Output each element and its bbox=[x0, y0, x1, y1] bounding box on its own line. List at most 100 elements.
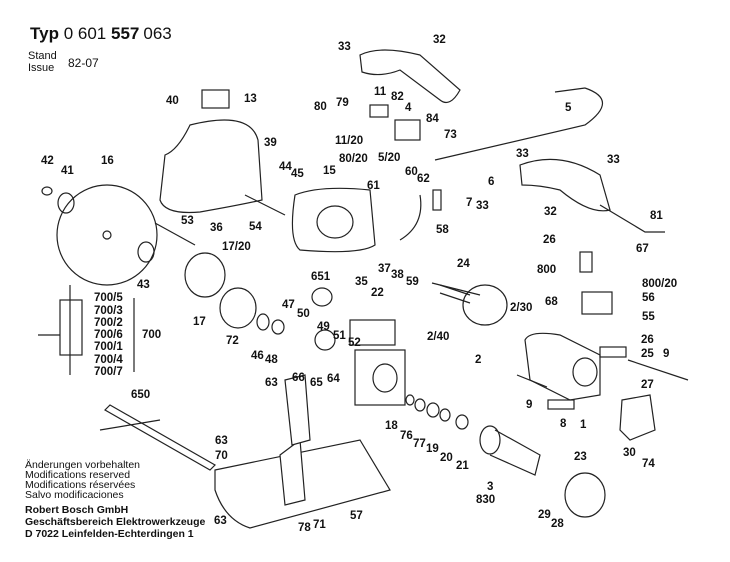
part-label-80-20: 80/20 bbox=[339, 153, 368, 165]
part-58 bbox=[432, 189, 442, 211]
part-label-8: 8 bbox=[560, 418, 567, 430]
part-label-35: 35 bbox=[355, 276, 368, 288]
part-label-700-2: 700/2 bbox=[94, 317, 123, 329]
part-label-26: 26 bbox=[641, 334, 654, 346]
label-13 bbox=[201, 89, 230, 109]
part-label-53: 53 bbox=[181, 215, 194, 227]
part-label-32: 32 bbox=[433, 34, 446, 46]
part-label-20: 20 bbox=[440, 452, 453, 464]
clamp-assembly-700 bbox=[59, 299, 83, 356]
part-label-73: 73 bbox=[444, 129, 457, 141]
saw-blade-16 bbox=[56, 184, 158, 286]
part-label-25: 25 bbox=[641, 348, 654, 360]
part-label-33: 33 bbox=[338, 41, 351, 53]
fan-ring-23 bbox=[564, 472, 606, 518]
part-label-24: 24 bbox=[457, 258, 470, 270]
stand-label: Stand bbox=[28, 50, 57, 62]
part-label-61: 61 bbox=[367, 180, 380, 192]
capacitor-11 bbox=[369, 104, 389, 118]
part-label-70: 70 bbox=[215, 450, 228, 462]
part-label-55: 55 bbox=[642, 311, 655, 323]
part-label-700-7: 700/7 bbox=[94, 366, 123, 378]
part-label-700-5: 700/5 bbox=[94, 292, 123, 304]
part-label-41: 41 bbox=[61, 165, 74, 177]
part-label-56: 56 bbox=[642, 292, 655, 304]
part-label-67: 67 bbox=[636, 243, 649, 255]
part-label-22: 22 bbox=[371, 287, 384, 299]
part-label-58: 58 bbox=[436, 224, 449, 236]
bracket-68 bbox=[581, 291, 613, 315]
part-label-54: 54 bbox=[249, 221, 262, 233]
screw-42 bbox=[41, 186, 53, 196]
part-label-11: 11 bbox=[374, 86, 387, 98]
part-label-71: 71 bbox=[313, 519, 326, 531]
part-label-47: 47 bbox=[282, 299, 295, 311]
part-label-33: 33 bbox=[516, 148, 529, 160]
part-label-800-20: 800/20 bbox=[642, 278, 678, 290]
part-label-700-3: 700/3 bbox=[94, 305, 123, 317]
part-label-650: 650 bbox=[131, 389, 151, 401]
company-name: Robert Bosch GmbH bbox=[25, 504, 129, 516]
part-label-9: 9 bbox=[526, 399, 533, 411]
plate-25 bbox=[599, 346, 627, 358]
part-label-68: 68 bbox=[545, 296, 558, 308]
flange-43 bbox=[137, 241, 155, 263]
part-label-39: 39 bbox=[264, 137, 277, 149]
part-label-9: 9 bbox=[663, 348, 670, 360]
footer-note: Salvo modificaciones bbox=[25, 489, 124, 501]
part-label-17: 17 bbox=[193, 316, 206, 328]
part-label-800: 800 bbox=[537, 264, 557, 276]
part-label-42: 42 bbox=[41, 155, 54, 167]
bearing-46 bbox=[256, 313, 270, 331]
part-label-72: 72 bbox=[226, 335, 239, 347]
part-label-82: 82 bbox=[391, 91, 404, 103]
motor-housing-1 bbox=[524, 332, 601, 401]
part-label-830: 830 bbox=[476, 494, 496, 506]
ring-48 bbox=[271, 319, 285, 335]
part-label-40: 40 bbox=[166, 95, 179, 107]
part-label-64: 64 bbox=[327, 373, 340, 385]
cover-72 bbox=[219, 287, 257, 329]
part-label-11-20: 11/20 bbox=[335, 135, 364, 147]
part-label-33: 33 bbox=[607, 154, 620, 166]
part-label-13: 13 bbox=[244, 93, 257, 105]
part-label-18: 18 bbox=[385, 420, 398, 432]
part-label-36: 36 bbox=[210, 222, 223, 234]
lever-62 bbox=[399, 194, 422, 241]
part-label-49: 49 bbox=[317, 321, 330, 333]
end-cover-30 bbox=[619, 394, 656, 441]
flange-41 bbox=[57, 192, 75, 214]
blade-guard-36 bbox=[159, 119, 263, 214]
part-label-700: 700 bbox=[142, 329, 162, 341]
part-label-4: 4 bbox=[405, 102, 412, 114]
part-label-32: 32 bbox=[544, 206, 557, 218]
part-label-52: 52 bbox=[348, 337, 361, 349]
part-label-15: 15 bbox=[323, 165, 336, 177]
part-label-65: 65 bbox=[310, 377, 323, 389]
part-label-29: 29 bbox=[538, 509, 551, 521]
type-label: Typ bbox=[30, 24, 59, 43]
part-label-63: 63 bbox=[215, 435, 228, 447]
type-number-c: 063 bbox=[143, 24, 172, 43]
scale-66 bbox=[284, 374, 311, 446]
part-label-2: 2 bbox=[475, 354, 482, 366]
flange-housing-17 bbox=[184, 252, 226, 298]
type-number-a: 0 601 bbox=[63, 24, 107, 43]
handle-cover-32 bbox=[519, 158, 611, 212]
rip-fence-650 bbox=[104, 404, 216, 471]
part-label-84: 84 bbox=[426, 113, 439, 125]
part-label-66: 66 bbox=[292, 372, 305, 384]
company-address: D 7022 Leinfelden-Echterdingen 1 bbox=[25, 528, 194, 540]
part-label-21: 21 bbox=[456, 460, 469, 472]
screw-53 bbox=[154, 222, 196, 246]
issue-value: 82-07 bbox=[68, 56, 99, 70]
part-label-5: 5 bbox=[565, 102, 572, 114]
part-label-51: 51 bbox=[333, 330, 346, 342]
footer-note: Modifications réservées bbox=[25, 479, 136, 491]
footer-note: Modifications reserved bbox=[25, 469, 131, 481]
part-label-48: 48 bbox=[265, 354, 278, 366]
part-label-37: 37 bbox=[378, 263, 391, 275]
